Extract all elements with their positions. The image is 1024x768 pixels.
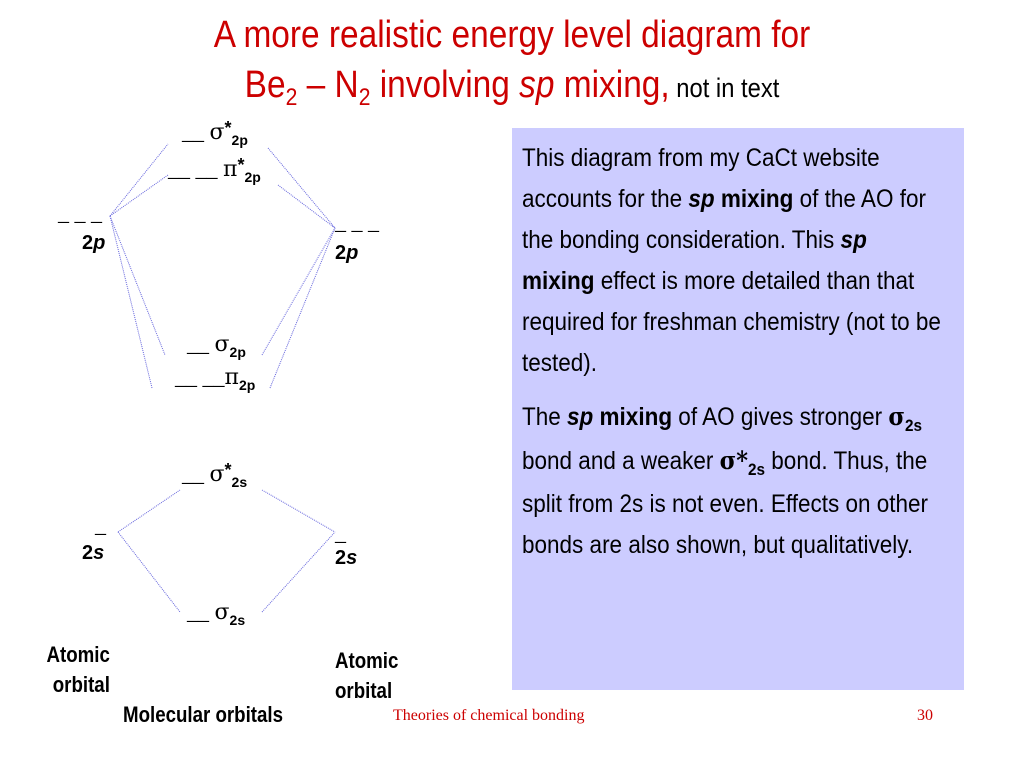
line-2p-left-sigma-star [109,143,169,217]
ao-left-2p-level: _ _ _ [58,200,102,225]
ao-right-2p-label: 2p [335,242,359,264]
correlation-lines [109,143,336,613]
molecular-orbitals-caption: Molecular orbitals [123,702,284,727]
explanation-paragraph-1: This diagram from my CaCt website accoun… [522,144,941,377]
mo-pi-2p: __ __π2p [175,364,256,394]
mo-pi-star-2p: __ __ π*2p [168,155,261,185]
ao-right-2s-level: _ [335,520,346,545]
line-2s-right-sigma-star [261,489,336,533]
line-2p-right-sigma-star [267,147,336,229]
line-2s-left-sigma-star [117,489,181,533]
ao-right-2s-label: 2s [335,547,358,569]
mo-sigma-star-2p: __ σ*2p [182,118,248,148]
line-2p-left-sigma [109,215,166,356]
left-atomic-orbital-caption: Atomic orbital [46,642,110,697]
ao-left-2s-label: 2s [82,542,105,564]
line-2s-left-sigma [117,531,181,613]
explanation-paragraph-2: The sp mixing of AO gives stronger σ2s b… [522,402,929,559]
mo-sigma-star-2s: __ σ*2s [182,460,248,490]
line-2p-right-sigma [261,227,336,356]
explanation-box: This diagram from my CaCt website accoun… [512,128,964,690]
line-2p-left-pi-star [109,174,169,217]
line-2s-right-sigma [261,531,336,613]
right-atomic-orbital-caption: Atomic orbital [335,648,399,703]
mo-sigma-2s: __ σ2s [187,599,246,629]
line-2p-right-pi-star [277,184,336,229]
ao-left-2s-level: _ [95,512,106,537]
ao-right-2p-level: _ _ _ [335,209,379,234]
page-number: 30 [917,707,933,724]
footer-title: Theories of chemical bonding [393,707,585,724]
mo-sigma-2p: __ σ2p [187,331,246,361]
slide-title-line-1: A more realistic energy level diagram fo… [213,14,811,56]
slide-title-line-2: Be2 – N2 involving sp mixing, not in tex… [244,64,780,111]
ao-left-2p-label: 2p [82,232,106,254]
line-2p-right-pi [269,227,336,389]
line-2p-left-pi [109,215,153,389]
